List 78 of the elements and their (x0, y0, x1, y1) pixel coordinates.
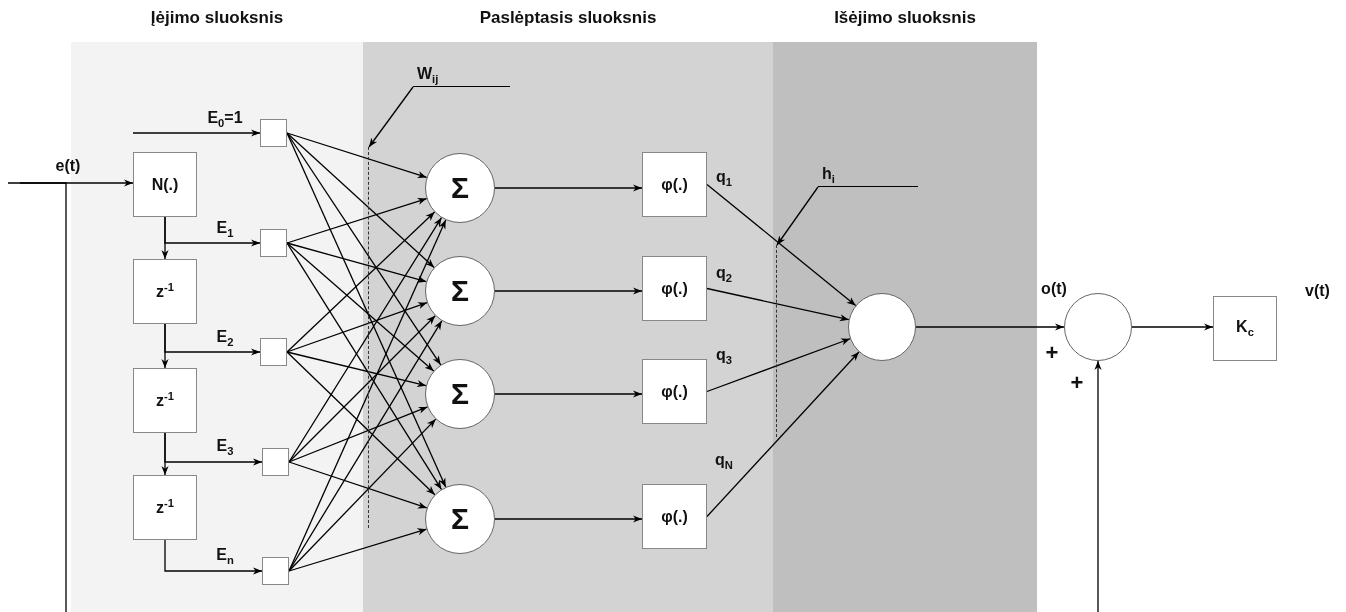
arrow (288, 219, 447, 572)
leader-line (368, 86, 414, 148)
layer-heading: Paslėptasis sluoksnis (478, 8, 658, 28)
arrow (19, 182, 1102, 612)
arrow (288, 461, 428, 509)
arrow (286, 132, 435, 269)
arrow (164, 432, 263, 466)
arrow (706, 338, 851, 393)
arrow (286, 351, 436, 496)
leader-line (776, 186, 819, 246)
dashed-line (776, 245, 778, 437)
arrow (286, 242, 435, 372)
arrow (494, 184, 643, 192)
arrow (288, 418, 437, 572)
arrow (1131, 323, 1214, 331)
edge-label: q$_{N}$ (715, 451, 733, 472)
edge-label: e(t) (55, 157, 81, 175)
function-box: φ(.) (642, 256, 707, 321)
function-box: K$_{c}$ (1213, 296, 1277, 361)
summing-node-circle: Σ (425, 153, 495, 223)
signal-label: v(t) (1305, 282, 1330, 300)
edge-label: q$_{1}$ (716, 168, 732, 189)
layer-heading: Išėjimo sluoksnis (833, 8, 977, 28)
arrow (286, 132, 428, 179)
input-node-box (260, 338, 287, 366)
function-box: φ(.) (642, 359, 707, 424)
input-node-box (262, 557, 289, 585)
edge-label: q$_{3}$ (716, 346, 732, 367)
arrow (494, 390, 643, 398)
arrow (706, 183, 857, 307)
arrow (494, 515, 643, 523)
edge-label: E$_{0}$=1 (207, 109, 243, 130)
edge-label: E$_{2}$ (216, 328, 234, 349)
arrow (132, 129, 261, 137)
arrow (706, 351, 860, 518)
arrow (286, 132, 442, 366)
arrow (286, 197, 428, 244)
sign-label: + (1045, 340, 1059, 366)
input-node-box (260, 229, 287, 257)
edge-label: o(t) (1041, 280, 1067, 298)
sign-label: + (1070, 370, 1084, 396)
arrow (164, 216, 261, 247)
arrow (164, 539, 263, 575)
leader-text: W$_{ij}$ (413, 64, 510, 87)
arrow (706, 287, 850, 322)
function-box: z$^{-1}$ (133, 475, 197, 540)
arrow (915, 323, 1065, 331)
input-node-box (262, 448, 289, 476)
function-box: z$^{-1}$ (133, 259, 197, 324)
arrow (164, 323, 261, 356)
input-node-box (260, 119, 287, 147)
arrow (286, 351, 427, 388)
arrow (286, 211, 436, 353)
arrow (288, 315, 436, 463)
layer-heading: Įėjimo sluoksnis (149, 8, 285, 28)
function-box: φ(.) (642, 484, 707, 549)
summing-node-circle: Σ (425, 359, 495, 429)
arrow (288, 528, 428, 572)
arrow (286, 242, 427, 283)
arrow (288, 320, 443, 572)
summing-node-circle: Σ (425, 484, 495, 554)
dashed-line (368, 147, 370, 528)
summing-node-circle: Σ (425, 256, 495, 326)
edge-label: E$_{n}$ (216, 546, 234, 567)
edge-label: E$_{1}$ (216, 219, 234, 240)
edge-label: E$_{3}$ (216, 437, 234, 458)
arrow (286, 242, 443, 490)
arrow (288, 406, 429, 463)
leader-text: h$_{i}$ (818, 164, 918, 187)
arrow (286, 302, 428, 353)
function-box: φ(.) (642, 152, 707, 217)
arrow (288, 217, 443, 463)
function-box: N(.) (133, 152, 197, 217)
edge-label: q$_{2}$ (716, 264, 732, 285)
arrow (7, 179, 134, 187)
function-box: z$^{-1}$ (133, 368, 197, 433)
arrow (286, 132, 447, 488)
arrow (494, 287, 643, 295)
